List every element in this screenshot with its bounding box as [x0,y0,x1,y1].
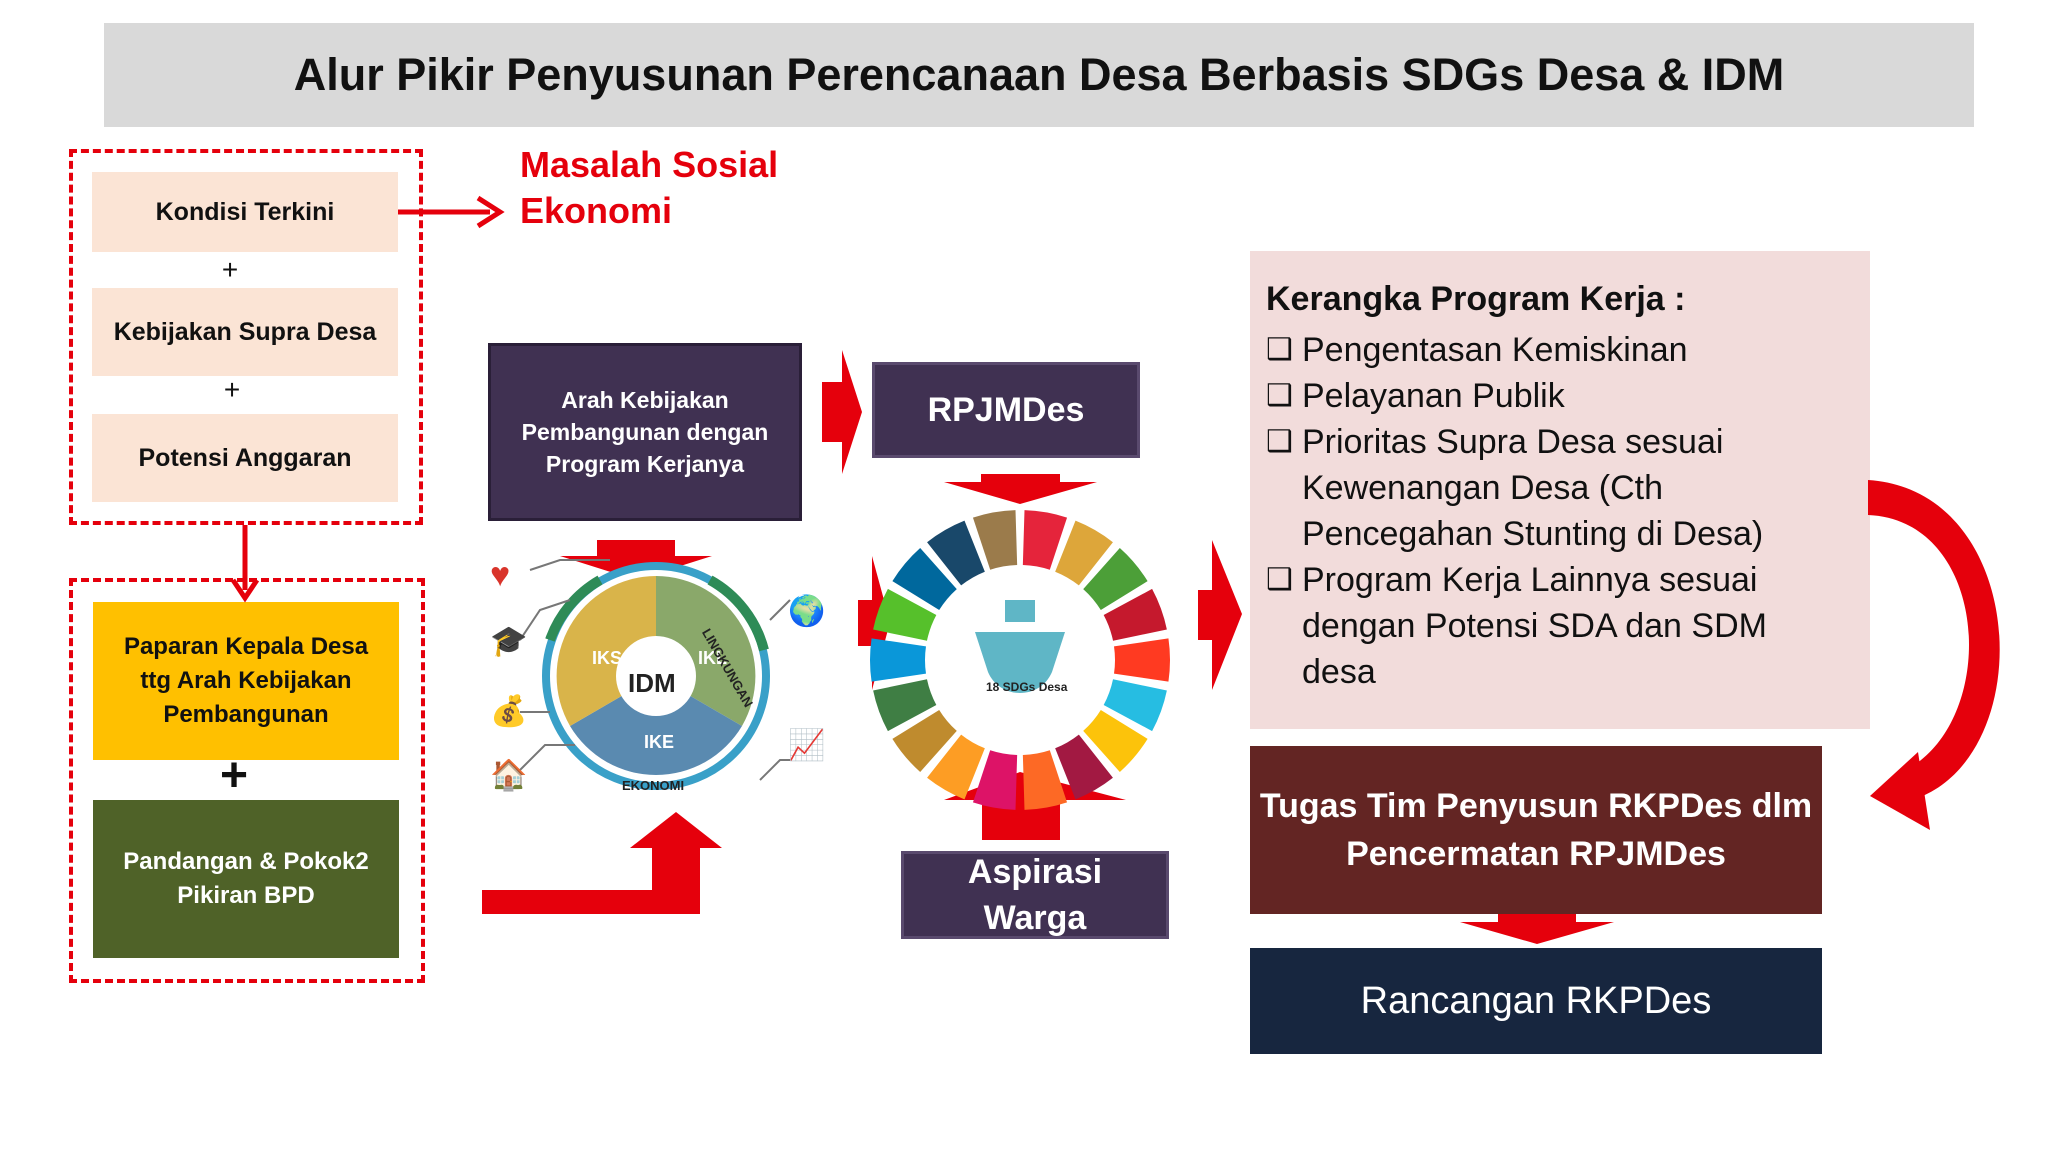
kerangka-list: ❑Pengentasan Kemiskinan ❑Pelayanan Publi… [1266,327,1826,695]
arrow-elbow-up [482,812,722,914]
sdg-segment [1103,679,1167,732]
rancangan-rkpdes-box: Rancangan RKPDes [1250,948,1822,1054]
globe-hands-icon: 🌍 [788,595,826,628]
ring-ekonomi-label: EKONOMI [622,778,685,793]
growth-chart-icon: 📈 [788,729,826,762]
sdg-segment [870,638,926,682]
arrow-right-rpjmdes [822,350,862,474]
graduation-cap-icon: 🎓 [490,625,528,658]
list-item: ❑Prioritas Supra Desa sesuai Kewenangan … [1266,419,1826,557]
arrow-right-sdgs [858,556,890,690]
pandangan-bpd-box: Pandangan & Pokok2 Pikiran BPD [93,800,399,958]
sdg-segment [972,750,1018,810]
sdg-segment [927,520,985,586]
sdg-segment [1083,709,1148,772]
heart-icon: ♥ [490,556,511,594]
arrow-right-kerangka [1198,540,1242,690]
list-item: ❑Pelayanan Publik [1266,373,1826,419]
sdg-segment [972,510,1018,570]
ikl-label: IKL [698,648,727,668]
input-conditions-group [69,149,423,525]
sdg-segment [1022,510,1068,570]
arrow-down-idm [560,540,712,580]
kondisi-terkini-box: Kondisi Terkini [92,172,398,252]
sdg-segment [1083,548,1148,611]
ike-label: IKE [644,732,675,752]
paparan-kepala-desa-box: Paparan Kepala Desa ttg Arah Kebijakan P… [93,602,399,760]
money-bag-icon: 💰 [490,695,528,728]
arrow-down-sdgs [944,474,1097,504]
checkbox-icon: ❑ [1266,379,1293,412]
checkbox-icon: ❑ [1266,333,1293,366]
arrow-down-left [230,525,260,603]
sdg-segment [1103,588,1167,641]
sdg-segment [927,734,985,800]
plus-sign: + [220,749,249,802]
sdg-segment [1022,750,1068,810]
idm-center-label: IDM [628,668,676,698]
kerangka-title: Kerangka Program Kerja : [1266,280,1686,318]
arrow-curved-tugas [1868,480,2000,830]
house-icon: 🏠 [490,759,528,792]
sdg-segment [873,679,937,732]
sdgs-wheel [870,510,1170,810]
list-item: ❑Program Kerja Lainnya sesuai dengan Pot… [1266,557,1826,695]
plus-sign: + [221,254,239,285]
sdg-segment [1114,638,1170,682]
list-item: ❑Pengentasan Kemiskinan [1266,327,1826,373]
arrow-down-rancangan [1460,914,1614,944]
potensi-anggaran-box: Potensi Anggaran [92,414,398,502]
rpjmdes-box: RPJMDes [872,362,1140,458]
kebijakan-supra-desa-box: Kebijakan Supra Desa [92,288,398,376]
checkbox-icon: ❑ [1266,425,1293,458]
aspirasi-warga-box: Aspirasi Warga [901,851,1169,939]
iks-label: IKS [592,648,623,668]
plus-sign: + [223,374,241,405]
sdg-segment [892,548,957,611]
page-title: Alur Pikir Penyusunan Perencanaan Desa B… [104,23,1974,127]
idm-wheel [542,562,770,790]
masalah-sosial-label: Masalah Sosial Ekonomi [520,144,779,231]
tugas-tim-box: Tugas Tim Penyusun RKPDes dlm Pencermata… [1250,746,1822,914]
sdg-segment [1055,520,1113,586]
sdg-segment [873,588,937,641]
idm-connectors [519,559,795,781]
arrow-to-masalah [398,195,505,229]
sdg-segment [1055,734,1113,800]
sdg-segment [892,709,957,772]
checkbox-icon: ❑ [1266,563,1293,596]
kerangka-program-box [1250,251,1870,729]
arah-kebijakan-box: Arah Kebijakan Pembangunan dengan Progra… [488,343,802,521]
sdgs-label: 18 SDGs Desa [986,680,1068,694]
